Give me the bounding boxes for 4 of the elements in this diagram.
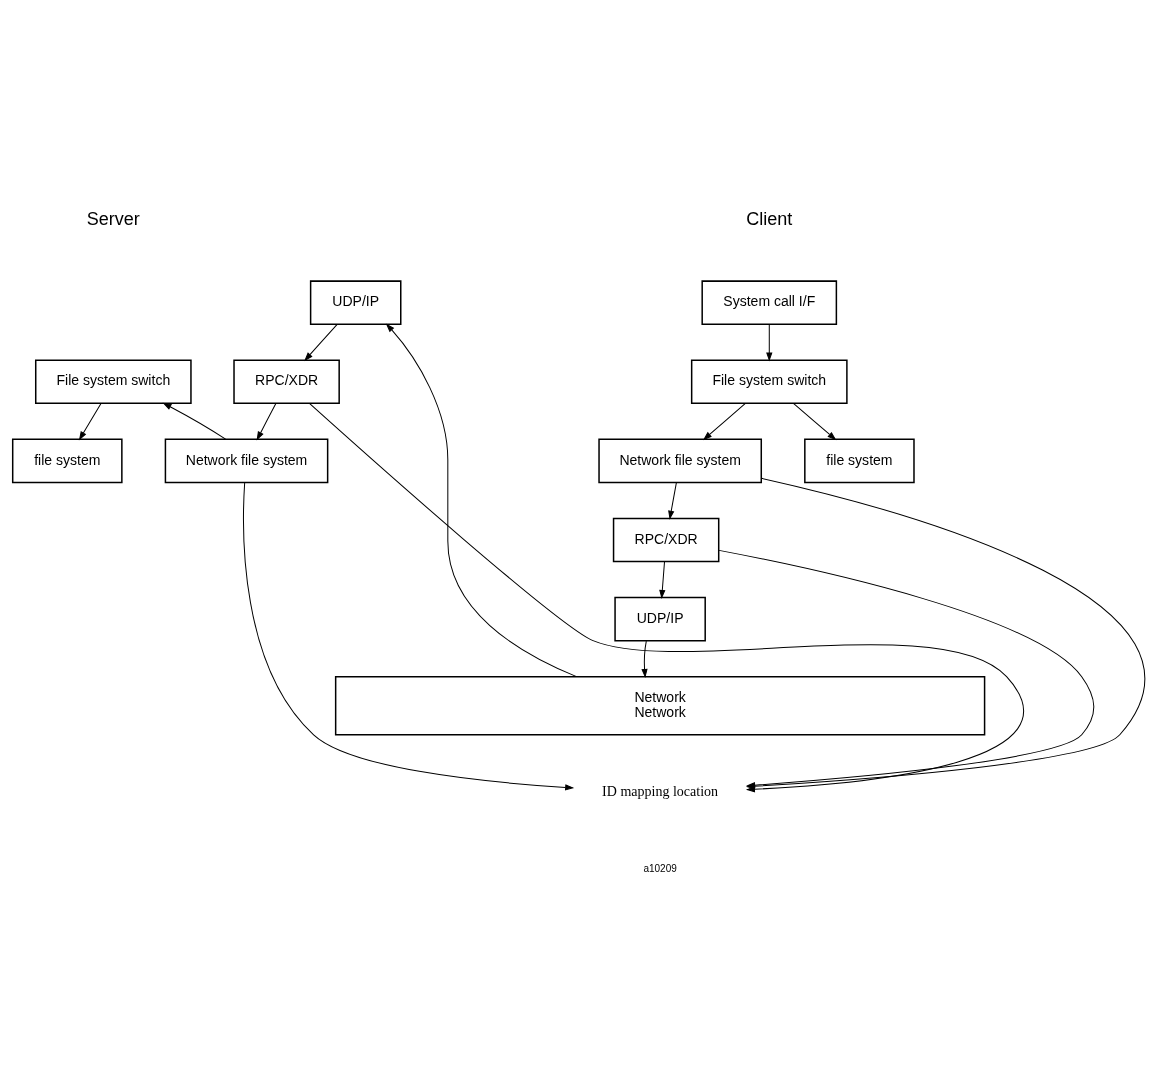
node-text: ID mapping location (602, 783, 719, 799)
label: Client (746, 208, 793, 229)
label: Server (86, 208, 140, 229)
label: a10209 (643, 862, 677, 874)
